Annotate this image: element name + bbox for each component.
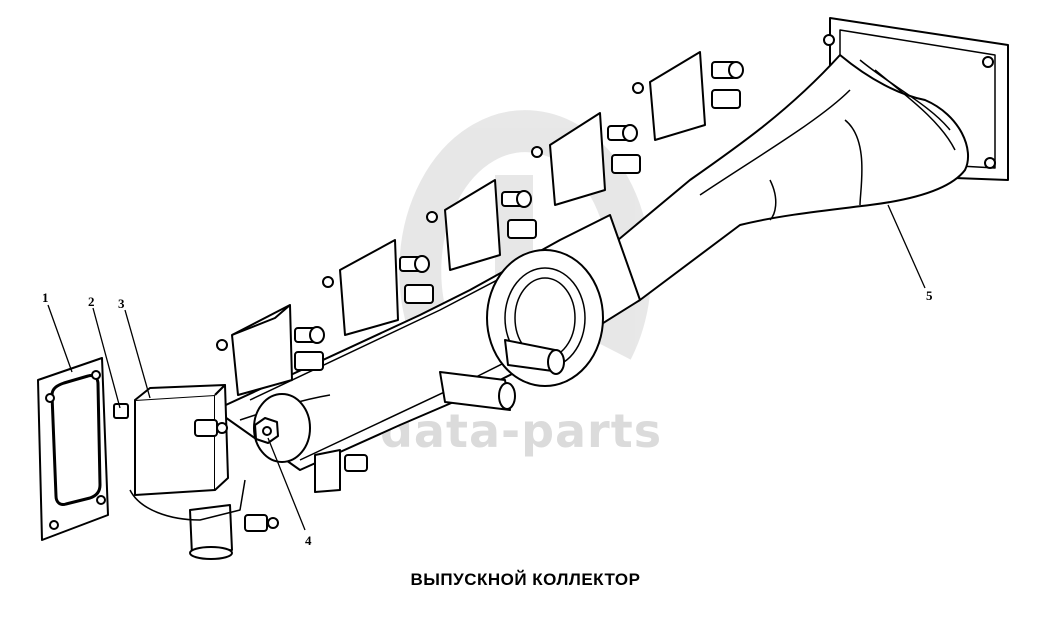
gasket xyxy=(37,357,109,541)
callout-3: 3 xyxy=(118,296,125,311)
diagram-caption: ВЫПУСКНОЙ КОЛЛЕКТОР xyxy=(410,570,641,589)
leader-lines xyxy=(47,204,926,531)
nut xyxy=(254,417,279,444)
lower-nuts xyxy=(244,454,368,532)
mounting-brackets xyxy=(216,51,744,396)
inlet-nut xyxy=(194,419,228,437)
callout-4: 4 xyxy=(305,533,312,548)
bolt xyxy=(113,403,129,419)
manifold-lines xyxy=(37,17,1009,560)
lower-stubs xyxy=(189,371,516,560)
callout-2: 2 xyxy=(88,294,95,309)
callout-1: 1 xyxy=(42,290,49,305)
pipe-end xyxy=(486,249,604,387)
callout-5: 5 xyxy=(926,288,933,303)
outlet-pipe xyxy=(569,54,970,321)
